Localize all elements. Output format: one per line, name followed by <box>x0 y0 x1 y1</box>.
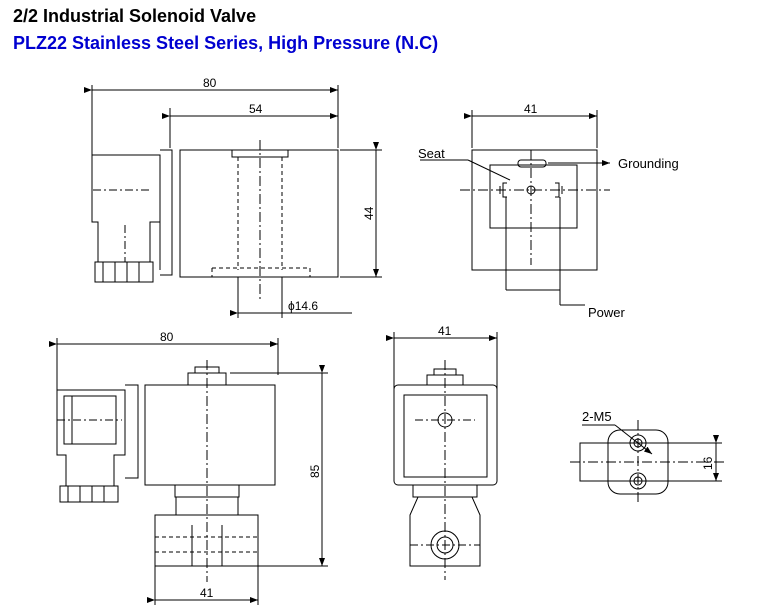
dim-top-overall-width: 80 <box>203 76 217 90</box>
dim-bottom-front-width: 41 <box>438 324 452 338</box>
dim-top-front-width: 41 <box>524 102 538 116</box>
dim-top-height: 44 <box>362 206 376 220</box>
dim-bottom-height: 85 <box>308 464 322 478</box>
bottom-plan-view <box>570 420 725 505</box>
dim-plan-spacing: 16 <box>701 456 715 470</box>
dim-top-coil-width: 54 <box>249 102 263 116</box>
bottom-front-view <box>386 332 498 580</box>
top-front-view <box>420 110 610 306</box>
label-seat: Seat <box>418 146 445 161</box>
page-subtitle: PLZ22 Stainless Steel Series, High Press… <box>13 33 439 53</box>
bottom-side-view <box>49 338 328 605</box>
top-side-view <box>84 85 382 318</box>
dim-bottom-base-width: 41 <box>200 586 214 600</box>
label-power: Power <box>588 305 626 320</box>
page-title: 2/2 Industrial Solenoid Valve <box>13 6 257 26</box>
label-grounding: Grounding <box>618 156 679 171</box>
dim-bottom-overall-width: 80 <box>160 330 174 344</box>
label-thread: 2-M5 <box>582 409 612 424</box>
dim-top-bore: ϕ14.6 <box>288 299 318 313</box>
